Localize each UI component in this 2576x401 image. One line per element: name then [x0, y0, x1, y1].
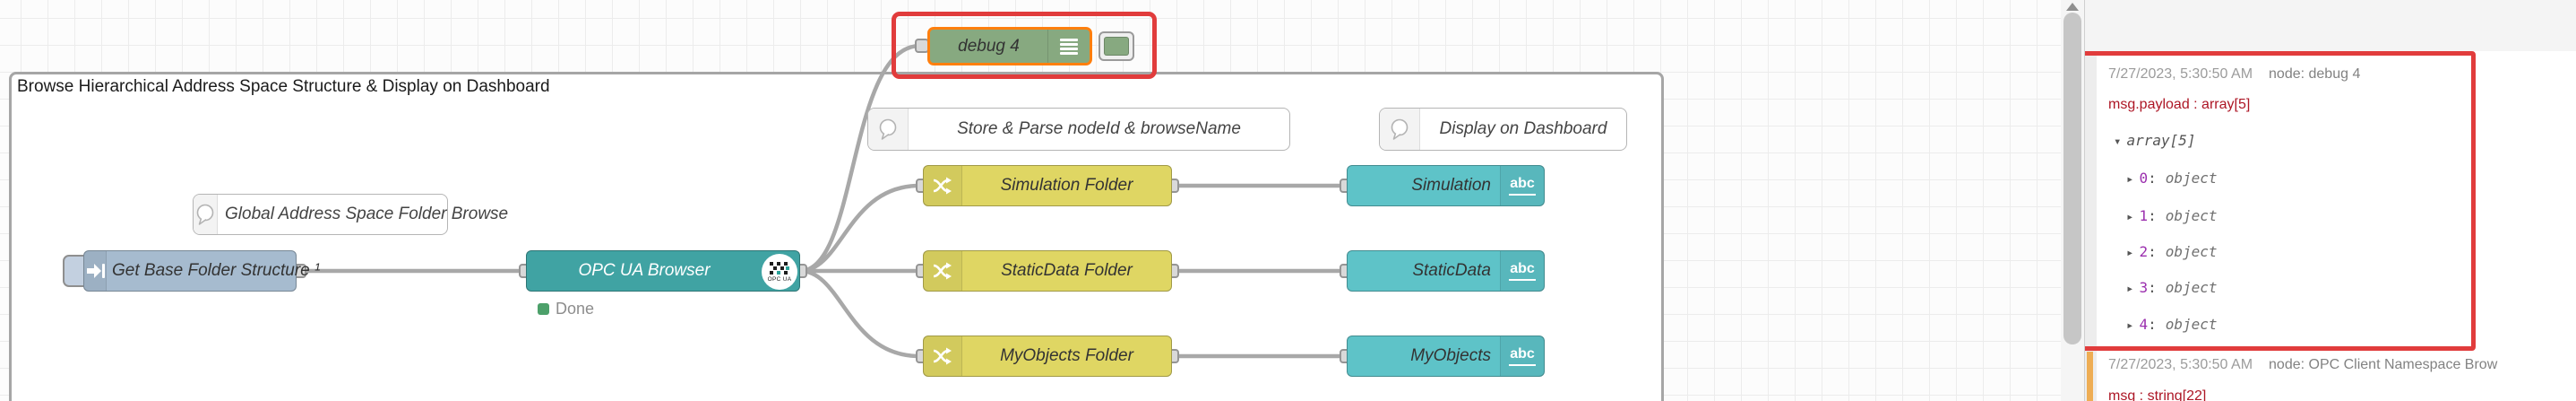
wires-layer: [302, 43, 1346, 359]
comment-label: Store & Parse nodeId & browseName: [957, 119, 1241, 138]
abc-icon: abc: [1500, 336, 1544, 376]
switch-icon: [924, 336, 962, 376]
inject-node[interactable]: Get Base Folder Structure ¹: [83, 250, 320, 292]
status-dot-icon: [538, 303, 549, 315]
opc-icon-caption: OPC UA: [767, 275, 792, 283]
abc-icon: abc: [1500, 251, 1544, 291]
canvas-vertical-scrollbar[interactable]: [2061, 0, 2084, 401]
comment-bubble-icon: [868, 109, 909, 150]
debug-sidebar: 7/27/2023, 5:30:50 AM node: debug 4 msg.p…: [2084, 0, 2576, 401]
debug-message-gutter: [2085, 51, 2097, 401]
debug-message-meta: 7/27/2023, 5:30:50 AM node: debug 4: [2108, 66, 2360, 83]
ui-text-node-label: MyObjects: [1410, 346, 1491, 365]
debug-property: msg.payload : array[5]: [2108, 97, 2251, 112]
debug-node-label: debug 4: [958, 36, 1020, 56]
opc-node-label: OPC UA Browser: [578, 261, 711, 280]
inject-node-label: Get Base Folder Structure ¹: [112, 261, 321, 280]
switch-node-simulation[interactable]: Simulation Folder: [923, 165, 1172, 206]
caret-right-icon[interactable]: ▸: [2126, 318, 2134, 333]
wire[interactable]: [797, 183, 922, 274]
debug-tree-item[interactable]: ▸2:object: [2126, 243, 2218, 260]
comment-node-global[interactable]: Global Address Space Folder Browse: [193, 194, 508, 235]
ui-text-node-label: StaticData: [1412, 261, 1491, 280]
debug-tree-root[interactable]: ▾array[5]: [2114, 132, 2196, 149]
debug-message-meta: 7/27/2023, 5:30:50 AM node: OPC Client Na…: [2108, 357, 2497, 373]
ui-text-node-staticdata[interactable]: StaticData abc: [1347, 250, 1545, 292]
switch-icon: [924, 166, 962, 205]
debug-timestamp: 7/27/2023, 5:30:50 AM: [2108, 66, 2253, 82]
wire[interactable]: [797, 43, 923, 274]
caret-right-icon[interactable]: ▸: [2126, 172, 2134, 187]
switch-node-staticdata[interactable]: StaticData Folder: [923, 250, 1172, 292]
debug-sidebar-header: [2085, 0, 2576, 51]
switch-node-label: Simulation Folder: [1000, 176, 1133, 195]
caret-right-icon[interactable]: ▸: [2126, 246, 2134, 260]
switch-node-label: StaticData Folder: [1001, 261, 1133, 280]
switch-node-myobjects[interactable]: MyObjects Folder: [923, 336, 1172, 377]
comment-label: Global Address Space Folder Browse: [225, 205, 509, 223]
flow-canvas[interactable]: Browse Hierarchical Address Space Struct…: [0, 0, 2061, 401]
debug-node[interactable]: debug 4: [927, 27, 1092, 65]
debug-property: msg : string[22]: [2108, 388, 2207, 401]
switch-icon: [924, 251, 962, 291]
opc-ua-browser-node[interactable]: OPC UA Browser OPC UA: [526, 250, 800, 292]
opc-ua-logo-icon: OPC UA: [762, 253, 797, 290]
scrollbar-thumb[interactable]: [2063, 13, 2081, 344]
debug-tree-item[interactable]: ▸1:object: [2126, 207, 2218, 224]
debug-tree-item[interactable]: ▸4:object: [2126, 316, 2218, 333]
caret-right-icon[interactable]: ▸: [2126, 282, 2134, 296]
warn-level-bar: [2087, 352, 2093, 401]
scroll-up-arrow-icon[interactable]: [2066, 3, 2079, 11]
debug-tree-item[interactable]: ▸0:object: [2126, 170, 2218, 187]
ui-text-node-myobjects[interactable]: MyObjects abc: [1347, 336, 1545, 377]
opc-node-status: Done: [538, 300, 594, 318]
comment-bubble-icon: [1380, 109, 1420, 150]
debug-list-icon: [1047, 30, 1090, 63]
status-text: Done: [556, 300, 595, 318]
debug-timestamp: 7/27/2023, 5:30:50 AM: [2108, 357, 2253, 372]
comment-node-display[interactable]: Display on Dashboard: [1379, 108, 1627, 151]
debug-source-node: node: OPC Client Namespace Brow: [2269, 357, 2498, 372]
caret-right-icon[interactable]: ▸: [2126, 210, 2134, 224]
debug-tree-item[interactable]: ▸3:object: [2126, 279, 2218, 296]
caret-down-icon[interactable]: ▾: [2114, 135, 2122, 149]
debug-enable-toggle[interactable]: [1098, 31, 1134, 61]
comment-node-store-parse[interactable]: Store & Parse nodeId & browseName: [867, 108, 1290, 151]
ui-text-node-simulation[interactable]: Simulation abc: [1347, 165, 1545, 206]
debug-source-node: node: debug 4: [2269, 66, 2361, 82]
wire[interactable]: [797, 268, 922, 359]
ui-text-node-label: Simulation: [1411, 176, 1491, 195]
inject-arrow-icon: [84, 251, 107, 291]
abc-icon: abc: [1500, 166, 1544, 205]
group-label: Browse Hierarchical Address Space Struct…: [17, 77, 550, 96]
switch-node-label: MyObjects Folder: [1000, 346, 1133, 365]
comment-bubble-icon: [194, 195, 218, 234]
debug-toggle-inner: [1104, 37, 1129, 56]
comment-label: Display on Dashboard: [1439, 119, 1607, 138]
